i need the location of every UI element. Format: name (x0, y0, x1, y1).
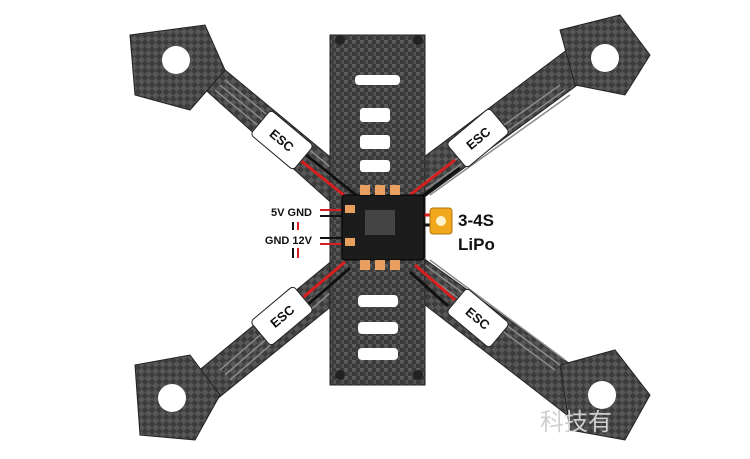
esc-label-bottom-left: ESC (251, 286, 313, 346)
power-wire-stubs (292, 222, 299, 258)
esc-label-top-right: ESC (447, 108, 509, 168)
motor-mount-hole-icon (158, 384, 186, 412)
esc-label-bottom-right: ESC (447, 288, 509, 348)
battery-type-label: LiPo (458, 235, 495, 254)
xt60-connector (429, 207, 453, 235)
battery-cells-label: 3-4S (458, 211, 494, 230)
arm-bottom-left (134, 249, 371, 441)
power-distribution-board (341, 185, 425, 270)
motor-mount-hole-icon (162, 46, 190, 74)
power-label-5v-gnd: 5V GND (271, 207, 312, 219)
motor-mount-hole-icon (588, 381, 616, 409)
esc-label-top-left: ESC (251, 110, 313, 170)
power-label-gnd-12v: GND 12V (265, 235, 313, 247)
motor-mount-hole-icon (591, 44, 619, 72)
watermark: 科技有 (540, 408, 612, 436)
